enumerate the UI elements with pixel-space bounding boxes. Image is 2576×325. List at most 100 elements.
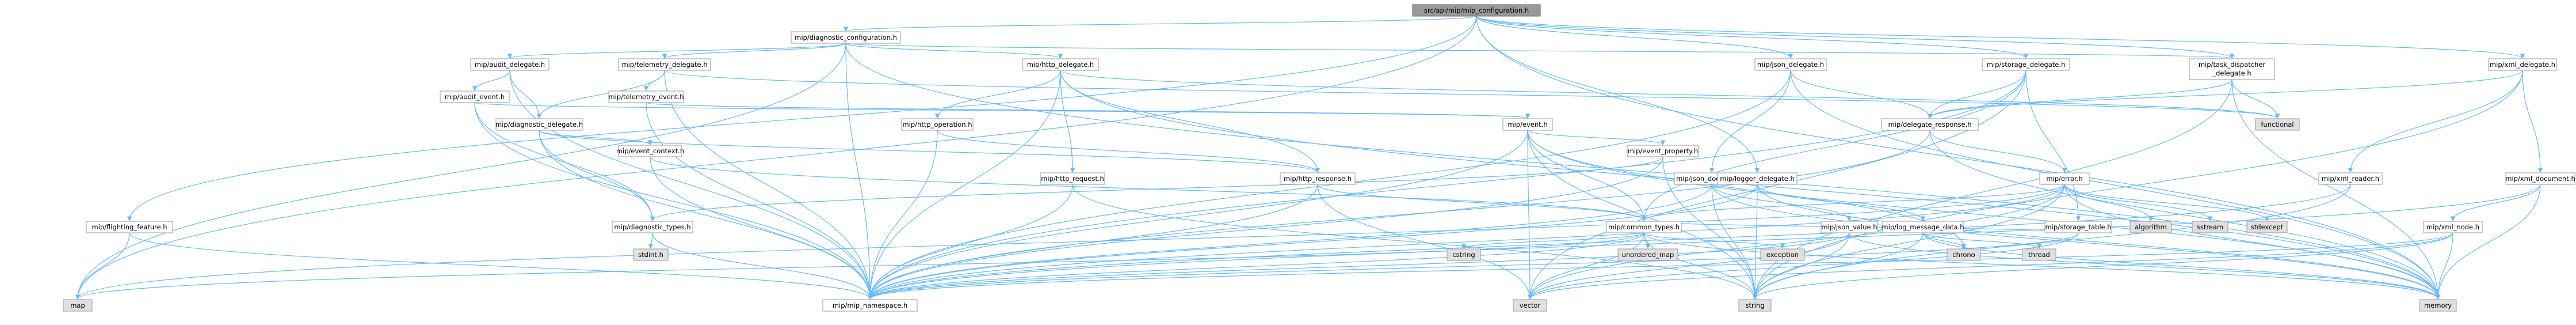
node-json-delegate[interactable]: mip/json_delegate.h [1754, 58, 1827, 71]
edge-http_delegate-to-functional [1060, 70, 2280, 119]
node-label: memory [2424, 301, 2452, 309]
edge-json_delegate-to-mip_namespace [867, 70, 1791, 300]
edge-event_property-to-mip_namespace [867, 156, 1663, 300]
node-diagnostic-types[interactable]: mip/diagnostic_types.h [612, 221, 693, 233]
edge-xml_document-to-memory [2435, 184, 2541, 300]
edge-json_delegate-to-json_document [1709, 70, 1791, 173]
edge-event-to-string [1527, 130, 1758, 300]
node-label: unordered_map [1622, 251, 1674, 259]
edge-common_types-to-vector [1527, 232, 1644, 300]
node-box [1513, 299, 1547, 312]
node-box [2192, 221, 2228, 233]
node-json-value[interactable]: mip/json_value.h [1821, 221, 1878, 233]
node-box [2022, 248, 2056, 261]
node-label: functional [2261, 120, 2293, 129]
edge-json_value-to-vector [1527, 232, 1850, 300]
edge-json_value-to-memory [1849, 232, 2441, 300]
edge-json_value-to-mip_namespace [868, 232, 1850, 300]
node-box [2246, 221, 2288, 233]
node-label: mip/http_response.h [1284, 175, 1352, 183]
edge-json_document-to-json_value [1711, 184, 1852, 221]
edge-http_delegate-to-memory [1060, 70, 2441, 300]
node-event-property[interactable]: mip/event_property.h [1627, 145, 1699, 157]
node-xml-node[interactable]: mip/xml_node.h [2423, 221, 2483, 233]
node-telemetry-delegate[interactable]: mip/telemetry_delegate.h [618, 58, 711, 71]
edge-event_context-to-mip_namespace [650, 156, 873, 300]
node-label: thread [2028, 251, 2050, 259]
node-http-operation[interactable]: mip/http_operation.h [901, 118, 974, 131]
node-label: stdint.h [638, 251, 663, 259]
node-map: map [63, 299, 93, 312]
edge-root-to-xml_delegate [1476, 16, 2525, 59]
node-box [1821, 221, 1878, 233]
node-box [1982, 58, 2070, 71]
node-storage-table[interactable]: mip/storage_table.h [2044, 221, 2112, 233]
node-box [2505, 172, 2575, 185]
node-task-dispatcher[interactable]: mip/task_dispatcher_delegate.h [2189, 58, 2275, 80]
node-box [1882, 221, 1964, 233]
node-diagnostic-delegate[interactable]: mip/diagnostic_delegate.h [495, 118, 583, 131]
edge-task_dispatcher-to-functional [2231, 79, 2280, 119]
node-xml-reader[interactable]: mip/xml_reader.h [2318, 172, 2383, 185]
edge-http_response-to-common_types [1317, 184, 1647, 221]
node-mip-namespace[interactable]: mip/mip_namespace.h [822, 299, 918, 312]
edge-log_message_data-to-chrono [1922, 232, 1967, 249]
node-http-response[interactable]: mip/http_response.h [1280, 172, 1356, 185]
node-storage-delegate[interactable]: mip/storage_delegate.h [1982, 58, 2070, 71]
node-http-request[interactable]: mip/http_request.h [1040, 172, 1105, 185]
edge-delegate_response-to-mip_namespace [867, 130, 1930, 300]
node-common-types[interactable]: mip/common_types.h [1606, 221, 1682, 233]
node-diagcfg[interactable]: mip/diagnostic_configuration.h [791, 31, 901, 44]
edge-telemetry_event-to-mip_namespace [646, 102, 873, 300]
edge-log_message_data-to-thread [1922, 232, 2042, 249]
edge-delegate_response-to-memory [1929, 130, 2441, 300]
node-box [1280, 172, 1356, 185]
node-audit-delegate[interactable]: mip/audit_delegate.h [470, 58, 549, 71]
dependency-nodes: src/api/mip/mip_configuration.h mip/diagn… [63, 4, 2575, 312]
node-box [822, 299, 918, 312]
edge-json_value-to-string [1752, 232, 1850, 300]
edge-common_types-to-memory [1643, 232, 2441, 300]
node-error[interactable]: mip/error.h [2039, 172, 2090, 185]
node-label: mip/log_message_data.h [1882, 223, 1964, 231]
edge-http_response-to-vector [1317, 184, 1533, 300]
edge-diagcfg-to-map [75, 43, 846, 300]
node-audit-event[interactable]: mip/audit_event.h [440, 90, 510, 103]
node-xml-delegate[interactable]: mip/xml_delegate.h [2488, 58, 2557, 71]
node-root[interactable]: src/api/mip/mip_configuration.h [1412, 4, 1541, 17]
node-http-delegate[interactable]: mip/http_delegate.h [1022, 58, 1099, 71]
edge-root-to-memory [1476, 16, 2441, 300]
node-logger-delegate[interactable]: mip/logger_delegate.h [1717, 172, 1798, 185]
edge-xml_document-to-mip_namespace [868, 184, 2541, 300]
node-box [2255, 118, 2300, 131]
edge-http_request-to-mip_namespace [867, 184, 1073, 300]
node-event-context[interactable]: mip/event_context.h [616, 145, 684, 157]
node-log-message-data[interactable]: mip/log_message_data.h [1882, 221, 1964, 233]
edge-diagcfg-to-telemetry_delegate [662, 43, 846, 59]
node-label: mip/xml_node.h [2426, 223, 2479, 231]
node-box [618, 145, 682, 157]
node-xml-document[interactable]: mip/xml_document.h [2505, 172, 2575, 185]
edge-storage_delegate-to-delegate_response [1927, 70, 2027, 119]
edge-diagcfg-to-task_dispatcher [845, 43, 2234, 59]
node-delegate-response[interactable]: mip/delegate_response.h [1881, 118, 1979, 131]
edge-error-to-stdexcept [2064, 184, 2270, 221]
node-label: mip/storage_delegate.h [1987, 61, 2066, 69]
node-label: mip/telemetry_event.h [608, 93, 684, 101]
edge-audit_event-to-mip_namespace [474, 102, 873, 300]
edge-root-to-map [75, 16, 1477, 300]
node-box [2039, 172, 2090, 185]
edge-xml_node-to-vector [1528, 232, 2453, 300]
node-label: mip/http_request.h [1041, 175, 1104, 183]
edge-telemetry_delegate-to-functional [664, 70, 2280, 119]
node-box [608, 90, 684, 103]
node-flighting-feature[interactable]: mip/flighting_feature.h [86, 221, 173, 233]
edge-logger_delegate-to-mip_namespace [867, 184, 1758, 300]
node-box [1754, 58, 1827, 71]
node-event[interactable]: mip/event.h [1502, 118, 1553, 131]
node-thread: thread [2022, 248, 2056, 261]
node-functional: functional [2255, 118, 2300, 131]
edge-root-to-storage_delegate [1476, 16, 2028, 59]
node-telemetry-event[interactable]: mip/telemetry_event.h [608, 90, 684, 103]
node-box [1040, 172, 1105, 185]
